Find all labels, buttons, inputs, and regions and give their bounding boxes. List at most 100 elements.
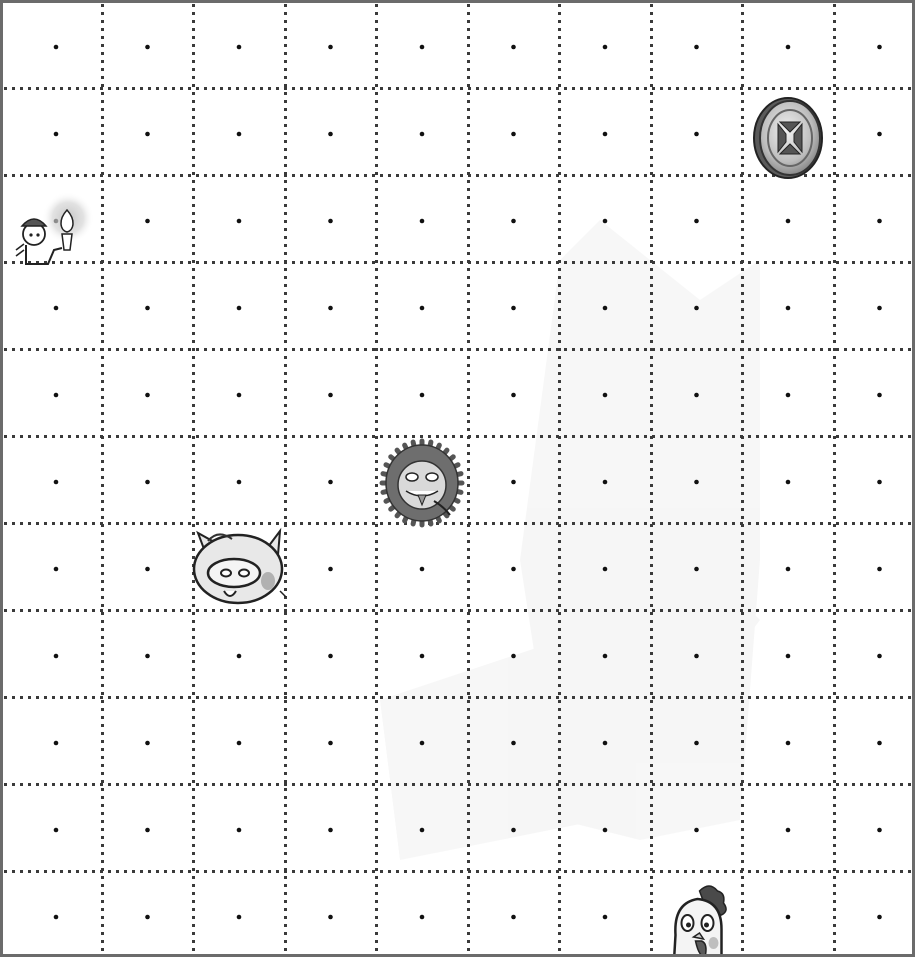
grid-dot xyxy=(877,567,882,572)
grid-dot xyxy=(328,915,333,920)
grid-dot xyxy=(145,828,150,833)
grid-dot xyxy=(603,132,608,137)
grid-dot xyxy=(328,828,333,833)
grid-dot xyxy=(54,741,59,746)
grid-dot xyxy=(877,654,882,659)
grid-dot xyxy=(603,45,608,50)
grid-dot xyxy=(694,219,699,224)
grid-dot xyxy=(786,306,791,311)
grid-dot xyxy=(786,480,791,485)
grid-dot xyxy=(328,306,333,311)
grid-dot xyxy=(420,828,425,833)
grid-dot xyxy=(786,828,791,833)
grid-dot xyxy=(603,915,608,920)
grid-dot xyxy=(145,480,150,485)
torch-bearer-piece[interactable] xyxy=(16,192,94,264)
rooster-icon xyxy=(662,886,732,957)
grid-dot xyxy=(877,45,882,50)
grid-dot xyxy=(877,480,882,485)
lion-piece[interactable] xyxy=(382,441,462,525)
grid-dot xyxy=(786,654,791,659)
grid-dot xyxy=(511,132,516,137)
grid-dot xyxy=(237,306,242,311)
grid-dot xyxy=(237,393,242,398)
grid-dot xyxy=(420,741,425,746)
grid-dot xyxy=(511,654,516,659)
grid-dot xyxy=(603,828,608,833)
grid-dot xyxy=(54,828,59,833)
grid-dot xyxy=(603,654,608,659)
grid-dot xyxy=(54,45,59,50)
grid-dot xyxy=(511,45,516,50)
torch-bearer-icon xyxy=(16,192,94,264)
grid-dot xyxy=(420,654,425,659)
grid-dot xyxy=(694,393,699,398)
grid-dot xyxy=(603,567,608,572)
watermark-graphic xyxy=(380,220,760,860)
pig-icon xyxy=(194,531,286,603)
grid-dot xyxy=(145,915,150,920)
grid-dot xyxy=(54,132,59,137)
grid-dot xyxy=(54,567,59,572)
grid-dot xyxy=(328,567,333,572)
grid-dot xyxy=(145,306,150,311)
grid-dot xyxy=(511,393,516,398)
grid-dot xyxy=(237,219,242,224)
grid-dot xyxy=(603,480,608,485)
grid-dot xyxy=(145,654,150,659)
pig-piece[interactable] xyxy=(194,531,286,603)
grid-dot xyxy=(694,132,699,137)
grid-dot xyxy=(420,132,425,137)
coin-icon xyxy=(754,98,822,178)
grid-dot xyxy=(237,915,242,920)
grid-dot xyxy=(145,45,150,50)
grid-dot xyxy=(511,915,516,920)
grid-dot xyxy=(145,219,150,224)
grid-dot xyxy=(420,915,425,920)
grid-dot xyxy=(328,219,333,224)
grid-dot xyxy=(877,915,882,920)
grid-dot xyxy=(328,132,333,137)
grid-dot xyxy=(328,45,333,50)
grid-dot xyxy=(420,393,425,398)
grid-dot xyxy=(603,219,608,224)
grid-dot xyxy=(694,828,699,833)
grid-dot xyxy=(603,306,608,311)
grid-dot xyxy=(511,480,516,485)
grid-dot xyxy=(786,567,791,572)
grid-dot xyxy=(786,915,791,920)
grid-dot xyxy=(511,306,516,311)
grid-dot xyxy=(54,654,59,659)
grid-dot xyxy=(877,306,882,311)
grid-dot xyxy=(511,828,516,833)
grid-dot xyxy=(420,306,425,311)
grid-dot xyxy=(420,45,425,50)
rooster-piece[interactable] xyxy=(662,886,732,957)
grid-dot xyxy=(877,219,882,224)
grid-dot xyxy=(603,741,608,746)
grid-dot xyxy=(237,45,242,50)
grid-dot xyxy=(145,132,150,137)
grid-dot xyxy=(328,393,333,398)
grid-dot xyxy=(694,741,699,746)
grid-dot xyxy=(694,654,699,659)
grid-dot xyxy=(54,306,59,311)
grid-dot xyxy=(786,219,791,224)
grid-dot xyxy=(511,219,516,224)
grid-dot xyxy=(328,654,333,659)
grid-dot xyxy=(511,567,516,572)
grid-dot xyxy=(328,480,333,485)
grid-dot xyxy=(786,741,791,746)
grid-dot xyxy=(694,480,699,485)
grid-dot xyxy=(145,741,150,746)
grid-dot xyxy=(237,828,242,833)
grid-dot xyxy=(328,741,333,746)
grid-dot xyxy=(877,741,882,746)
grid-dot xyxy=(237,741,242,746)
grid-dot xyxy=(54,393,59,398)
grid-dot xyxy=(877,393,882,398)
grid-dot xyxy=(877,828,882,833)
coin-piece[interactable] xyxy=(754,98,822,178)
